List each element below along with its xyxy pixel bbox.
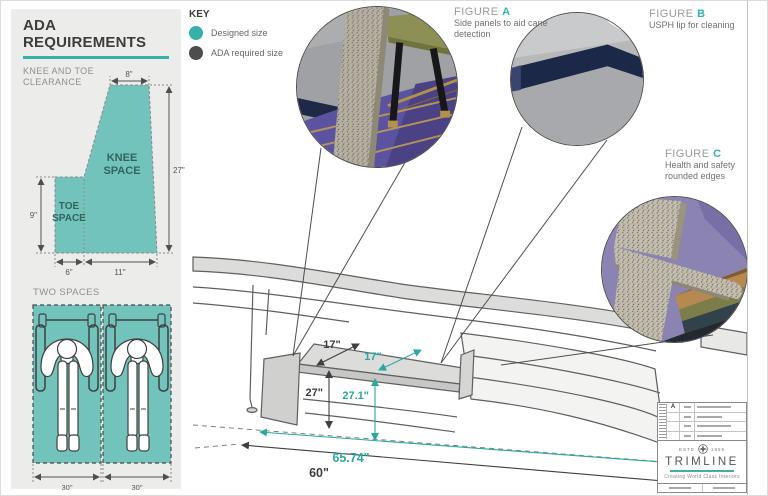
two-spaces-diagram: 30" 30" <box>32 304 172 492</box>
figure-c-photo <box>601 196 748 343</box>
revision-row <box>667 431 746 440</box>
designed-length-dim: 65.74" <box>332 451 369 465</box>
designed-size-swatch <box>189 26 203 40</box>
page-title: ADA REQUIREMENTS <box>23 17 147 51</box>
key-item-designed: Designed size <box>189 26 283 40</box>
floor-lines <box>192 424 694 488</box>
right-side-panel <box>458 349 475 400</box>
space-dim-left: 30" <box>61 483 72 492</box>
dim-right: 27" <box>173 166 185 175</box>
estd-year: 1965 <box>711 446 726 452</box>
designed-dimensions <box>259 349 675 467</box>
sidebar: ADA REQUIREMENTS KNEE AND TOE CLEARANCE <box>11 9 185 492</box>
estd-label: ESTD <box>678 446 695 452</box>
revision-letter: A <box>667 403 680 412</box>
clearance-heading: KNEE AND TOE CLEARANCE <box>23 66 94 87</box>
figure-c-caption: Health and safety rounded edges <box>665 160 736 181</box>
figure-a-label: FIGURE A Side panels to aid cane detecti… <box>454 7 562 40</box>
figure-b-letter: B <box>697 8 706 20</box>
brand-tagline: Creating World Class Interiors <box>664 474 740 480</box>
key-title: KEY <box>189 9 210 20</box>
revision-row: A <box>667 403 746 413</box>
trimline-logo: ESTD 1965 TRIMLINE Creating World Class … <box>658 441 746 483</box>
dim-left: 9" <box>30 211 37 220</box>
toe-space-label-1: TOE <box>59 201 80 212</box>
figure-b-label: FIGURE B USPH lip for cleaning <box>649 9 749 31</box>
key-item-required: ADA required size <box>189 46 283 60</box>
ada-required-size-label: ADA required size <box>211 48 284 58</box>
clearance-shape <box>54 84 158 254</box>
brand-underline <box>670 470 734 472</box>
designed-depth-dim: 17" <box>364 351 381 363</box>
revision-history-strip <box>659 404 667 439</box>
toe-space-label-2: SPACE <box>52 213 86 224</box>
required-length-dim: 60" <box>309 466 329 480</box>
left-side-panel <box>260 352 301 426</box>
title-block: A ESTD <box>657 402 747 493</box>
space-dim-right: 30" <box>131 483 142 492</box>
legend-key: KEY Designed size ADA required size <box>189 9 283 60</box>
revision-row <box>667 422 746 432</box>
figure-b-caption: USPH lip for cleaning <box>649 20 735 30</box>
figure-a-letter: A <box>502 6 511 18</box>
two-spaces-heading: TWO SPACES <box>33 287 100 298</box>
compass-icon <box>698 444 708 454</box>
knee-space-label-1: KNEE <box>107 152 138 164</box>
designed-height-dim: 27.1" <box>342 390 369 402</box>
figure-c-prefix: FIGURE <box>665 148 710 160</box>
revision-table: A <box>658 403 746 441</box>
sheet-border <box>747 1 748 495</box>
figure-b-prefix: FIGURE <box>649 8 694 20</box>
ada-required-size-swatch <box>189 46 203 60</box>
knee-toe-clearance-diagram: 8" 27" 9" 6" 11" KNEE SPACE TOE SPACE <box>30 70 185 277</box>
dim-top: 8" <box>125 70 132 79</box>
brand-name: TRIMLINE <box>665 456 739 468</box>
revision-row <box>667 412 746 422</box>
dim-bottom-left: 6" <box>65 268 72 277</box>
knee-space-label-2: SPACE <box>103 165 140 177</box>
figure-c-label: FIGURE C Health and safety rounded edges <box>665 149 753 182</box>
callout-leader-lines <box>292 126 714 366</box>
required-depth-dim: 17" <box>323 339 340 351</box>
figure-a-photo <box>296 6 458 168</box>
figure-c-letter: C <box>713 148 722 160</box>
title-block-footer <box>658 483 746 492</box>
title-underline <box>23 56 169 59</box>
figure-a-caption: Side panels to aid cane detection <box>454 18 548 39</box>
upper-counter <box>192 256 748 446</box>
designed-size-label: Designed size <box>211 28 268 38</box>
figure-a-prefix: FIGURE <box>454 6 499 18</box>
required-height-dim: 27" <box>306 387 323 399</box>
dim-bottom-right: 11" <box>114 268 125 277</box>
